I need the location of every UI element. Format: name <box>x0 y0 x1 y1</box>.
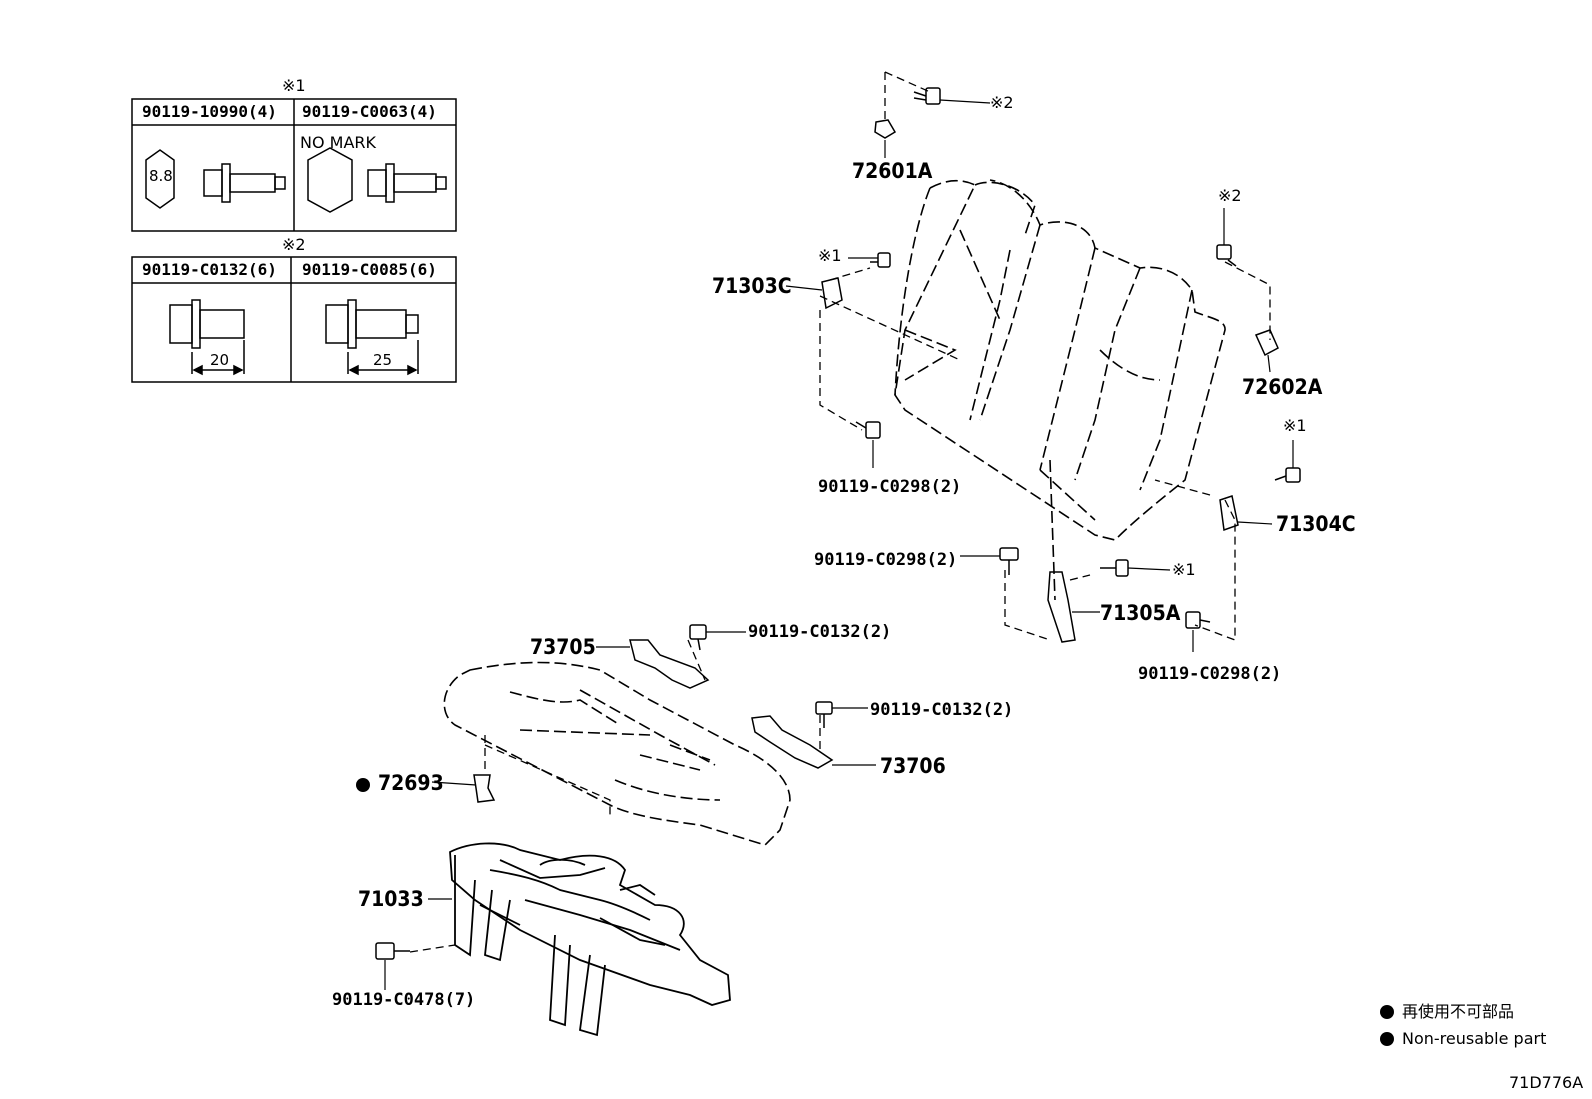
part-71303C[interactable]: 71303C <box>712 274 792 298</box>
seat-cushion-outline <box>443 661 791 846</box>
no-mark-text: NO MARK <box>300 133 377 152</box>
bolt-icon <box>375 942 410 960</box>
non-reusable-dot-icon <box>356 778 370 792</box>
hinge-71305A-icon <box>1047 571 1076 643</box>
legend-en-text: Non-reusable part <box>1402 1029 1547 1048</box>
part-72693-number: 72693 <box>378 771 444 795</box>
part-71304C[interactable]: 71304C <box>1276 512 1356 536</box>
part-73705[interactable]: 73705 <box>530 635 596 659</box>
legend-jp-text: 再使用不可部品 <box>1402 1002 1515 1021</box>
assembly-lines <box>409 71 1271 953</box>
bolt-icon <box>1100 559 1129 577</box>
bolt-90119-C0298-mid[interactable]: 90119-C0298(2) <box>814 550 958 570</box>
bolt-icon <box>999 547 1019 575</box>
bolt-icon <box>815 701 833 728</box>
part-72601A[interactable]: 72601A <box>852 159 933 183</box>
non-reusable-dot-icon <box>1380 1032 1394 1046</box>
bracket-71303C-icon <box>821 277 843 310</box>
clip-72602A-icon <box>1254 329 1279 357</box>
ref-71303C: ※1 <box>818 246 842 265</box>
hex-head-icon <box>145 149 175 209</box>
table-1-header-1: 90119-10990(4) <box>142 102 277 121</box>
cover-73705-icon <box>629 639 710 689</box>
seat-back-outline <box>894 179 1226 601</box>
bolt-icon <box>913 87 941 105</box>
table-1-ref: ※1 <box>282 76 306 95</box>
hardware <box>375 87 1301 960</box>
bracket-71304C-icon <box>1219 495 1239 532</box>
label-leaders <box>384 99 1294 990</box>
flange-bolt-icon <box>169 299 245 376</box>
bolt-side-icon <box>367 163 447 203</box>
fastener-table-1 <box>131 98 457 232</box>
table-2-ref: ※2 <box>282 235 306 254</box>
ref-72601A: ※2 <box>990 93 1014 112</box>
bolt-side-icon <box>203 163 286 203</box>
bolt-90119-C0298-top[interactable]: 90119-C0298(2) <box>818 477 962 497</box>
seat-frame-71033 <box>449 842 731 1037</box>
flange-bolt-icon <box>325 299 419 376</box>
cover-73706-icon <box>751 715 834 769</box>
part-72693[interactable]: 72693 <box>356 773 444 794</box>
table-2-header-1: 90119-C0132(6) <box>142 260 277 279</box>
bolt-90119-C0132-upper[interactable]: 90119-C0132(2) <box>748 622 892 642</box>
part-73706[interactable]: 73706 <box>880 754 946 778</box>
bolt-icon <box>1274 467 1301 483</box>
diagram-code: 71D776A <box>1509 1073 1584 1092</box>
non-reusable-dot-icon <box>1380 1005 1394 1019</box>
length-dim-20: 20 <box>210 351 230 369</box>
bolt-90119-C0478[interactable]: 90119-C0478(7) <box>332 990 476 1010</box>
fastener-table-2 <box>131 256 457 383</box>
clip-72601A-icon <box>874 119 897 139</box>
part-72602A[interactable]: 72602A <box>1242 375 1323 399</box>
table-1-header-2: 90119-C0063(4) <box>302 102 437 121</box>
legend-en: Non-reusable part <box>1380 1031 1546 1047</box>
bolt-icon <box>689 624 707 651</box>
legend-jp: 再使用不可部品 <box>1380 1004 1514 1020</box>
part-71033[interactable]: 71033 <box>358 887 424 911</box>
ref-71304C: ※1 <box>1283 416 1307 435</box>
hex-head-icon <box>307 147 353 213</box>
bolt-icon <box>870 252 891 268</box>
ref-72602A: ※2 <box>1218 186 1242 205</box>
bolt-icon <box>855 421 881 439</box>
clip-72693-icon <box>473 774 496 803</box>
part-71305A[interactable]: 71305A <box>1100 601 1181 625</box>
length-dim-25: 25 <box>373 351 393 369</box>
bolt-90119-C0298-bottom[interactable]: 90119-C0298(2) <box>1138 664 1282 684</box>
ref-71305A: ※1 <box>1172 560 1196 579</box>
bolt-90119-C0132-lower[interactable]: 90119-C0132(2) <box>870 700 1014 720</box>
grade-mark: 8.8 <box>149 167 173 185</box>
bolt-icon <box>1185 611 1211 629</box>
table-2-header-2: 90119-C0085(6) <box>302 260 437 279</box>
